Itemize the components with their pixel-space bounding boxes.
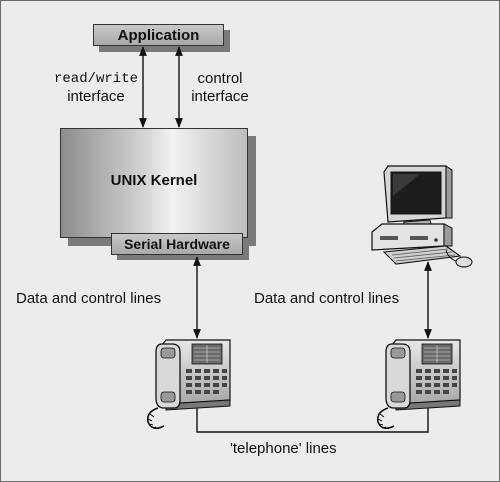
serial-hardware-label: Serial Hardware: [124, 236, 230, 252]
telephone-icon: [376, 339, 461, 430]
kernel-label: UNIX Kernel: [110, 171, 198, 189]
right-lines-label: Data and control lines: [254, 290, 400, 307]
control-interface-label: control interface: [180, 70, 260, 106]
control-interface-line1: control: [197, 70, 243, 87]
computer-icon: [371, 165, 473, 268]
left-lines-label: Data and control lines: [16, 290, 162, 307]
telephone-lines-label: 'telephone' lines: [230, 440, 337, 457]
telephone-line: [196, 408, 429, 433]
application-label: Application: [117, 26, 200, 44]
serial-hardware-box: Serial Hardware: [111, 233, 243, 255]
telephone-icon: [146, 339, 231, 430]
control-interface-line2: interface: [191, 88, 249, 105]
rw-interface-line2: interface: [67, 88, 125, 105]
rw-interface-label: read/write interface: [36, 70, 156, 106]
rw-interface-line1: read/write: [53, 71, 138, 87]
application-box: Application: [93, 24, 224, 46]
